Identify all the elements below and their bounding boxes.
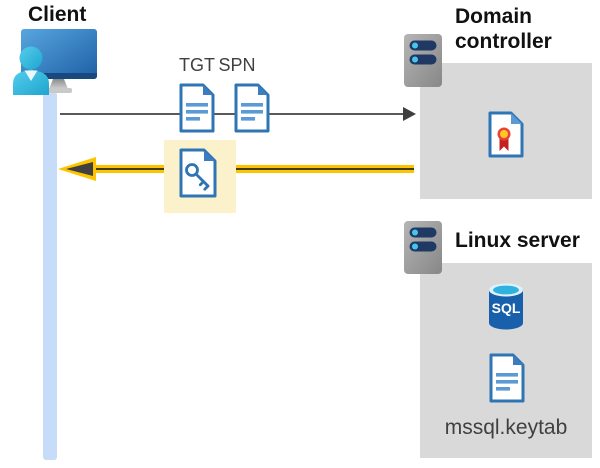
sql-database-icon: SQL	[486, 280, 526, 332]
sql-icon-text: SQL	[492, 300, 521, 316]
server-icon-domain-controller	[403, 33, 443, 88]
certificate-icon	[487, 111, 525, 158]
document-icon-spn	[233, 83, 271, 133]
server-icon-linux	[403, 220, 443, 275]
document-icon-keytab	[488, 353, 526, 403]
request-arrow-head-icon	[403, 107, 416, 121]
document-icon-tgt	[178, 83, 216, 133]
client-timeline-bar	[43, 92, 57, 460]
response-arrow-head-inner	[66, 162, 93, 176]
linux-server-label: Linux server	[455, 229, 580, 252]
client-label: Client	[28, 3, 87, 26]
domain-controller-label: Domain controller	[455, 5, 552, 53]
response-arrow-line	[88, 165, 414, 173]
client-user-computer-icon	[10, 27, 102, 95]
key-document-icon	[178, 148, 218, 198]
spn-label: SPN	[218, 55, 256, 75]
keytab-filename-label: mssql.keytab	[444, 416, 568, 439]
request-arrow-line	[60, 113, 404, 115]
tgt-label: TGT	[179, 55, 215, 75]
